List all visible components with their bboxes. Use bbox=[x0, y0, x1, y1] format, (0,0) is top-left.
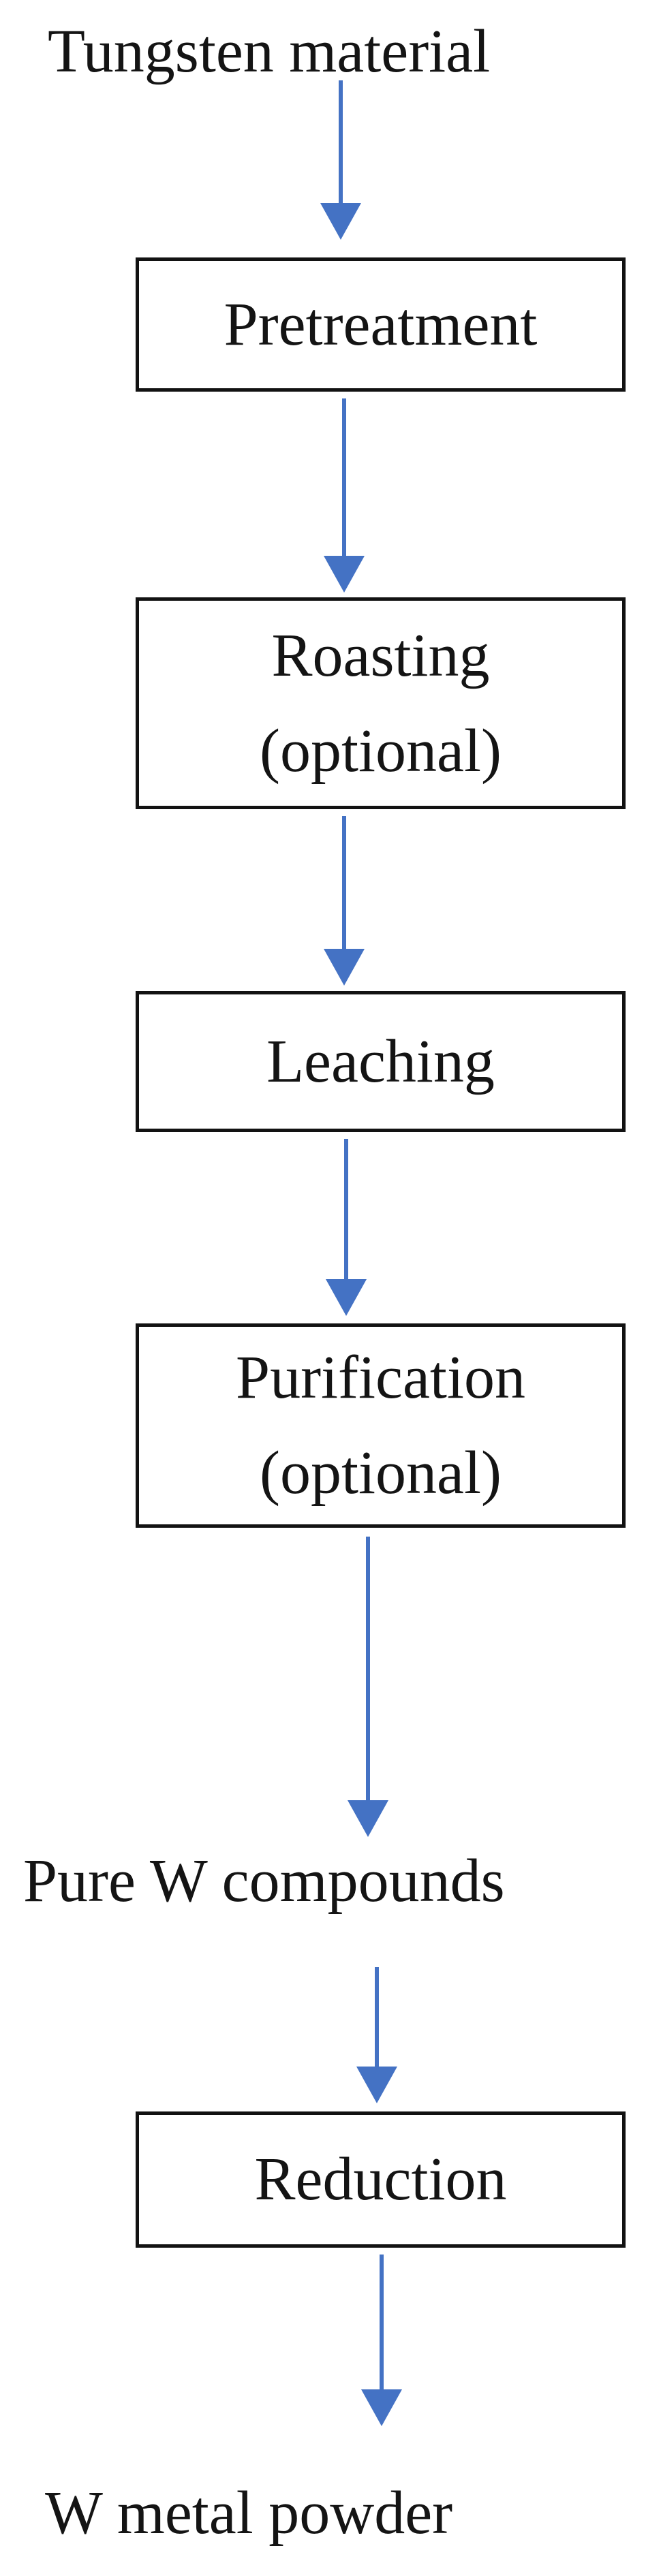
arrow-shaft bbox=[344, 1139, 348, 1283]
source-material-label: Tungsten material bbox=[48, 18, 491, 85]
intermediate-product-label: Pure W compounds bbox=[23, 1847, 505, 1915]
arrow-pretreatment-to-roasting bbox=[324, 398, 365, 593]
arrow-shaft bbox=[339, 80, 343, 207]
arrow-roasting-to-leaching bbox=[324, 816, 365, 986]
process-box-label: Reduction bbox=[254, 2146, 507, 2213]
process-box-reduction: Reduction bbox=[136, 2111, 626, 2248]
arrowhead-down-icon bbox=[320, 203, 361, 240]
final-product-label: W metal powder bbox=[45, 2479, 453, 2547]
process-box-sublabel: (optional) bbox=[260, 717, 502, 785]
process-box-sublabel: (optional) bbox=[260, 1439, 502, 1507]
arrowhead-down-icon bbox=[326, 1279, 367, 1316]
arrow-shaft bbox=[342, 398, 346, 560]
arrow-reduction-to-w-metal-powder bbox=[361, 2255, 402, 2426]
process-box-purification: Purification (optional) bbox=[136, 1323, 626, 1528]
arrow-shaft bbox=[342, 816, 346, 953]
arrow-purification-to-pure-w-compounds bbox=[348, 1537, 388, 1837]
arrowhead-down-icon bbox=[361, 2389, 402, 2426]
process-box-pretreatment: Pretreatment bbox=[136, 257, 626, 392]
process-box-leaching: Leaching bbox=[136, 991, 626, 1132]
arrow-shaft bbox=[375, 1967, 379, 2071]
process-box-label: Purification bbox=[236, 1344, 525, 1411]
arrow-leaching-to-purification bbox=[326, 1139, 367, 1316]
arrow-shaft bbox=[380, 2255, 384, 2393]
arrowhead-down-icon bbox=[348, 1800, 388, 1837]
arrow-source-to-pretreatment bbox=[320, 80, 361, 240]
arrowhead-down-icon bbox=[324, 556, 365, 593]
arrowhead-down-icon bbox=[356, 2067, 397, 2103]
arrow-shaft bbox=[366, 1537, 370, 1804]
arrowhead-down-icon bbox=[324, 949, 365, 986]
process-box-label: Roasting bbox=[271, 621, 490, 689]
process-box-label: Pretreatment bbox=[224, 290, 538, 358]
arrow-pure-w-compounds-to-reduction bbox=[356, 1967, 397, 2103]
process-box-label: Leaching bbox=[266, 1027, 495, 1095]
process-box-roasting: Roasting (optional) bbox=[136, 597, 626, 809]
